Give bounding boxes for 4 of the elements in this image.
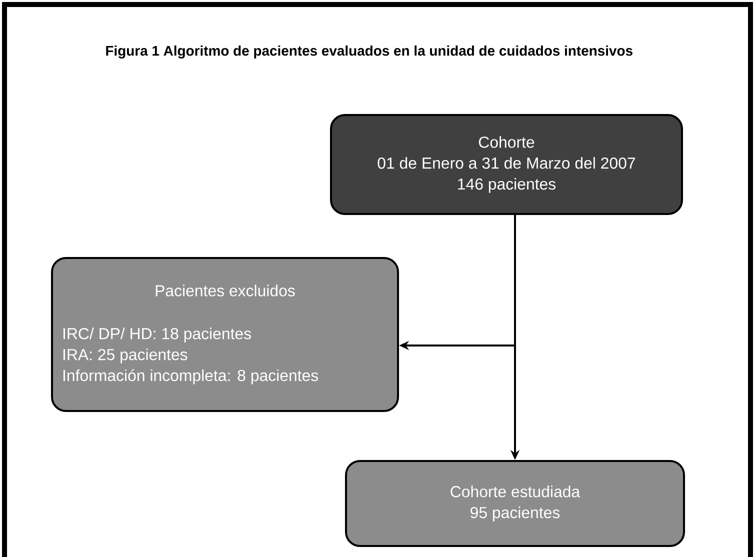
process-box: Cohorte estudiada 95 pacientes: [345, 460, 685, 547]
process-box: Pacientes excluidos IRC/ DP/ HD: 18 pacientes IRA: 25 pacientes Información incompleta: 8 pacientes: [51, 257, 399, 412]
process-box: Cohorte 01 de Enero a 31 de Marzo del 2007 146 pacientes: [330, 114, 683, 215]
figure-title: Figura 1 Algoritmo de pacientes evaluados en la unidad de cuidados intensivos: [106, 45, 632, 59]
